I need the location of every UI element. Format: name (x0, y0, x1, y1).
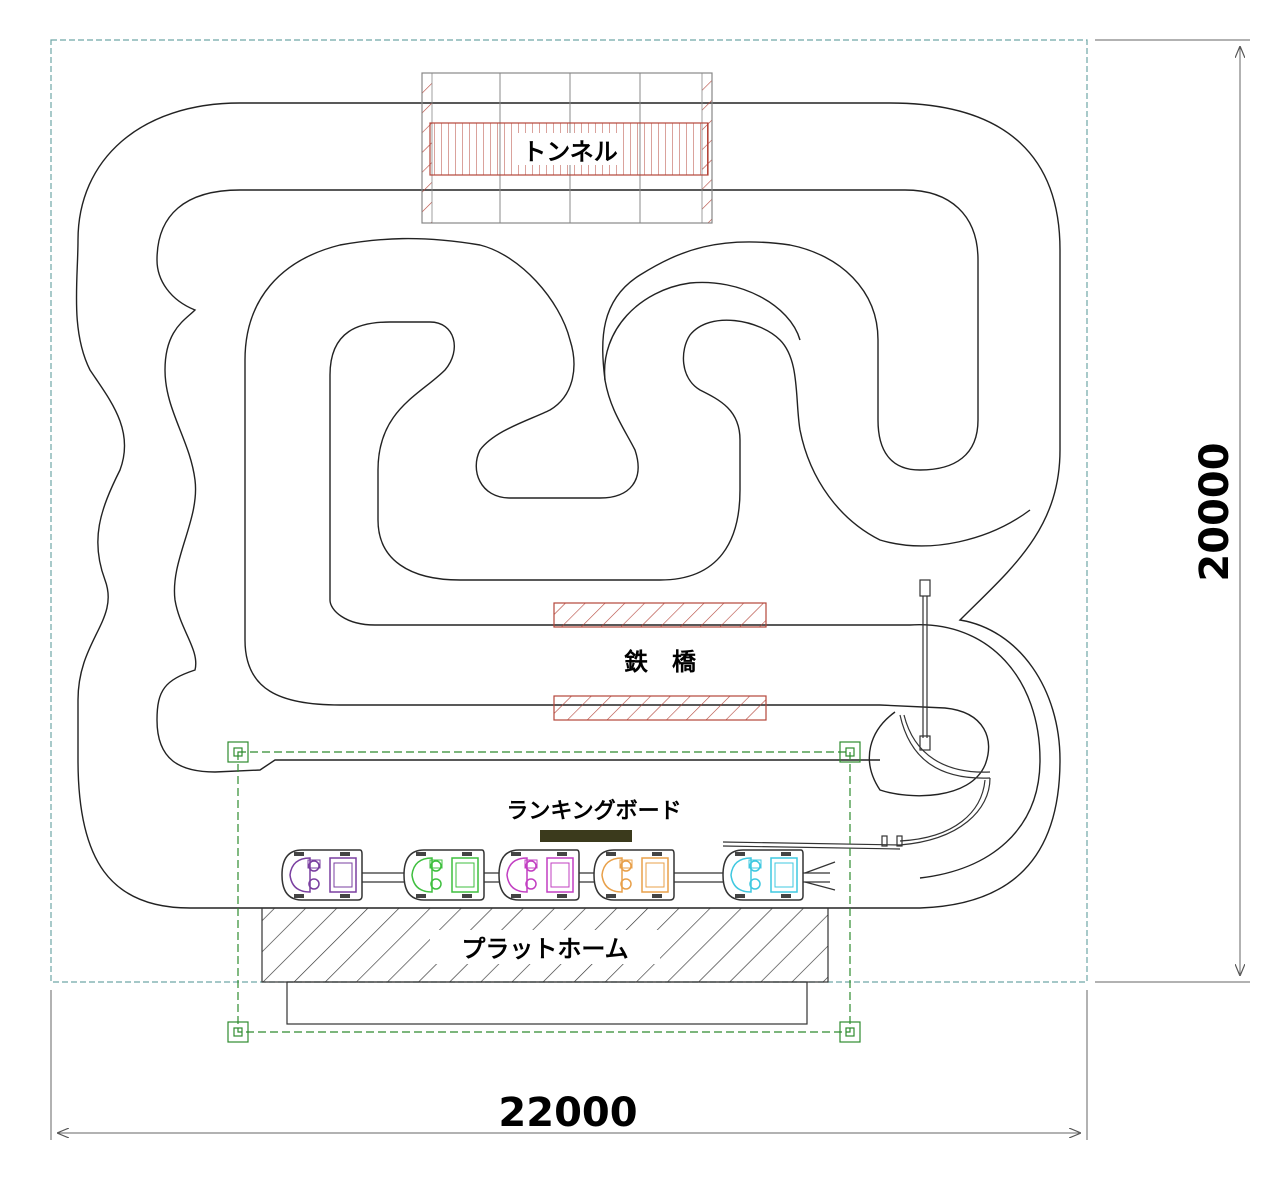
track-center-loop (156, 189, 241, 721)
ranking-board: ランキングボード (506, 798, 682, 842)
bridge-rail-top (553, 602, 767, 628)
go-kart (403, 849, 485, 901)
go-kart (498, 849, 580, 901)
go-kart (722, 849, 804, 901)
width-dimension-label: 22000 (498, 1090, 637, 1136)
bridge-rail-bottom (553, 695, 767, 721)
ranking-board-label: ランキングボード (506, 798, 681, 824)
canopy-outline (227, 741, 861, 1043)
tunnel-label: トンネル (522, 138, 618, 166)
go-kart (593, 849, 675, 901)
track-outer-edge (75, 102, 1061, 909)
iron-bridge: 鉄 橋 (553, 602, 767, 721)
ranking-board-panel (540, 830, 632, 842)
width-dimension (50, 990, 1088, 1140)
height-dimension (1095, 39, 1250, 983)
track-serpentine-2 (329, 319, 1031, 600)
platform: プラットホーム (261, 907, 829, 1025)
platform-base (286, 981, 808, 1025)
track-serpentine-3 (603, 281, 801, 381)
go-kart (281, 849, 363, 901)
track-serpentine (329, 599, 1041, 879)
platform-label: プラットホーム (461, 935, 628, 963)
track-inner-edge (240, 189, 979, 706)
car-row (281, 849, 804, 901)
track-station-approach (156, 719, 880, 773)
bridge-label: 鉄 橋 (624, 648, 697, 676)
crossing-gate (722, 579, 991, 850)
height-dimension-label: 20000 (1192, 442, 1238, 581)
track-station-loop (868, 704, 990, 797)
tunnel: トンネル (421, 72, 713, 224)
